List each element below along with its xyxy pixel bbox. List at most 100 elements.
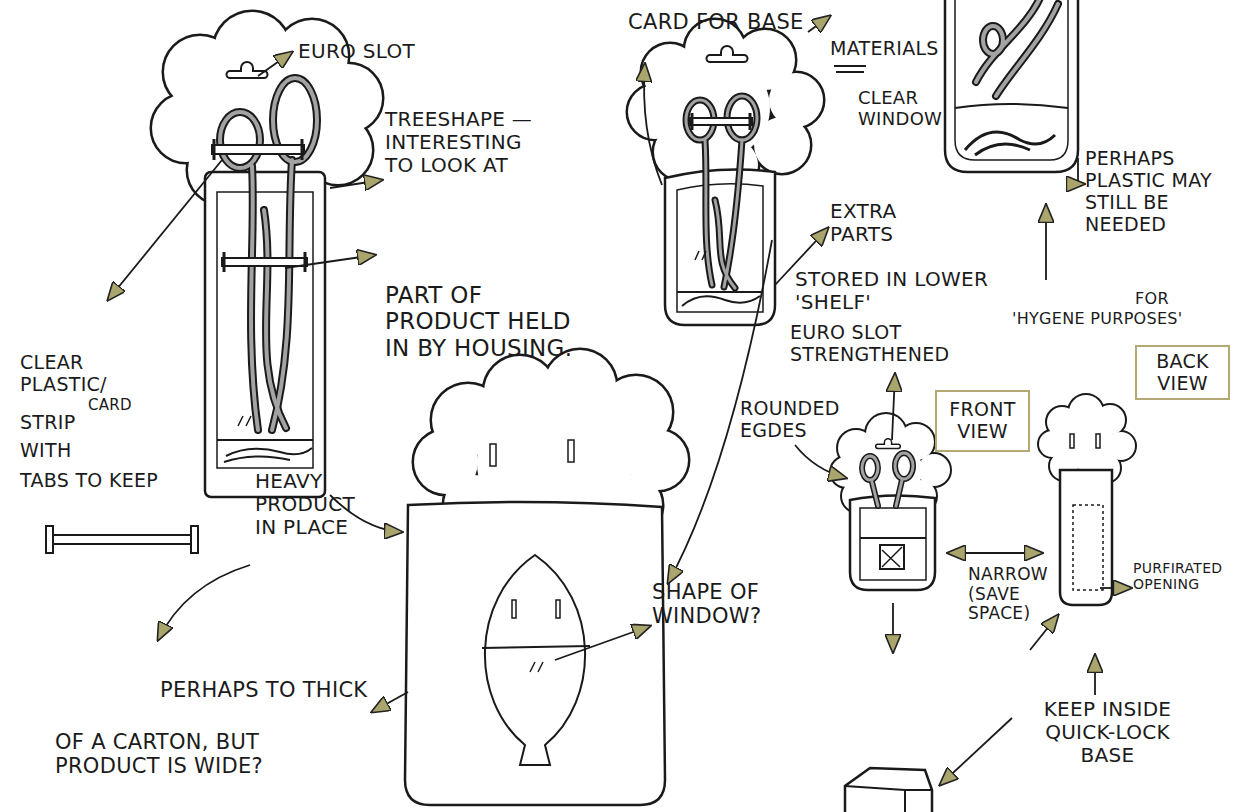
tab-strip bbox=[212, 145, 304, 154]
hatch-mark bbox=[238, 416, 251, 426]
leader-arrow bbox=[1100, 587, 1131, 589]
tree-package-sketch bbox=[628, 20, 823, 325]
container-outline bbox=[945, 0, 1078, 172]
annotation-text: SHAPE OF WINDOW? bbox=[652, 580, 802, 628]
front-view-sketch bbox=[831, 414, 950, 590]
leader-arrow bbox=[158, 565, 250, 640]
product-fill bbox=[686, 96, 757, 288]
euro-slot bbox=[876, 439, 901, 449]
product-outline bbox=[686, 96, 757, 288]
annotation-text: CLEAR WINDOW bbox=[858, 88, 938, 129]
product-outline bbox=[220, 78, 317, 430]
leader-arrow bbox=[892, 603, 894, 652]
clear-window bbox=[955, 0, 1068, 160]
annotation-text: HEAVY PRODUCT IN PLACE bbox=[255, 470, 370, 539]
cloud-fill bbox=[628, 20, 823, 191]
annotation-text: 'HYGENE PURPOSES' bbox=[1012, 310, 1232, 328]
leader-arrow bbox=[258, 52, 292, 76]
annotation-text: TABS TO KEEP bbox=[20, 470, 220, 492]
base-fold bbox=[845, 786, 932, 812]
boxed-part bbox=[880, 545, 904, 569]
housing bbox=[850, 495, 935, 590]
view-box: BACK VIEW bbox=[1135, 345, 1230, 400]
slot-mark bbox=[512, 600, 516, 618]
slot-mark bbox=[556, 600, 560, 618]
shelf-line bbox=[860, 537, 926, 539]
carton-sketch bbox=[405, 350, 688, 805]
product-fill bbox=[220, 78, 317, 430]
product-outline bbox=[862, 453, 913, 506]
quick-lock-base-sketch bbox=[845, 768, 932, 812]
strip-tab bbox=[191, 526, 198, 553]
tab-strip-detail bbox=[46, 526, 198, 553]
annotation-text: CARD FOR BASE bbox=[628, 10, 828, 34]
euro-slot bbox=[227, 62, 268, 78]
annotation-text: FOR bbox=[1135, 290, 1195, 308]
strip-tab bbox=[46, 526, 53, 553]
container-sketch bbox=[945, 0, 1078, 172]
shelf-line bbox=[217, 439, 313, 441]
annotation-text: STORED IN LOWER 'SHELF' bbox=[795, 268, 1025, 314]
leader-arrow bbox=[1094, 655, 1096, 695]
view-label: BACK VIEW bbox=[1140, 351, 1225, 395]
carton-outline bbox=[405, 502, 665, 805]
tree-package-sketch bbox=[152, 12, 382, 497]
coiled-part bbox=[682, 296, 760, 306]
leader-arrow bbox=[285, 255, 375, 268]
annotation-text: PERHAPS PLASTIC MAY STILL BE NEEDED bbox=[1085, 148, 1230, 235]
slot-mark bbox=[490, 444, 496, 466]
slot-mark bbox=[568, 440, 574, 462]
shelf-line bbox=[955, 104, 1068, 108]
leader-arrow bbox=[330, 180, 382, 188]
euro-slot bbox=[707, 46, 748, 62]
leader-arrow bbox=[1045, 205, 1047, 280]
annotation-text: EURO SLOT bbox=[298, 40, 448, 63]
leader-arrow bbox=[108, 160, 222, 300]
slot-mark bbox=[1070, 434, 1074, 448]
strip-tab bbox=[214, 139, 302, 160]
hatch-mark bbox=[695, 251, 706, 260]
hatch-mark bbox=[530, 662, 543, 672]
product-fill bbox=[862, 453, 913, 506]
window-shape bbox=[485, 555, 585, 765]
annotation-text: STRIP bbox=[20, 412, 100, 434]
annotation-text: CLEAR PLASTIC/ bbox=[20, 352, 130, 396]
annotation-text: ROUNDED EGDES bbox=[740, 398, 850, 442]
leader-arrow bbox=[555, 626, 650, 660]
slot-mark bbox=[1096, 434, 1100, 448]
annotation-text: PURFIRATED OPENING bbox=[1133, 560, 1233, 592]
leader-arrow bbox=[892, 374, 895, 440]
product-outline bbox=[976, 0, 1058, 96]
perforated-opening bbox=[1073, 505, 1103, 590]
leader-arrow bbox=[1030, 615, 1058, 650]
double-arrow bbox=[948, 552, 1042, 554]
strip-tab bbox=[692, 113, 750, 130]
annotation-text: KEEP INSIDE QUICK-LOCK BASE bbox=[1020, 698, 1195, 767]
underline-mark bbox=[834, 66, 866, 72]
strip-bar bbox=[52, 535, 192, 544]
leader-arrow bbox=[795, 445, 846, 478]
cloud-outline bbox=[628, 20, 823, 191]
leader-arrow bbox=[808, 16, 830, 32]
product-fill bbox=[976, 0, 1058, 96]
leader-arrow bbox=[940, 718, 1012, 785]
tab-strip bbox=[690, 118, 752, 125]
back-view-sketch bbox=[1039, 395, 1135, 605]
annotation-text: EXTRA PARTS bbox=[830, 200, 930, 246]
annotation-text: PERHAPS TO THICK bbox=[160, 678, 420, 702]
view-label: FRONT VIEW bbox=[940, 399, 1025, 443]
annotation-text: CARD bbox=[88, 397, 148, 414]
annotation-text: EURO SLOT STRENGTHENED bbox=[790, 322, 975, 366]
leader-lines bbox=[108, 16, 1131, 785]
annotation-text: PART OF PRODUCT HELD IN BY HOUSING. bbox=[385, 282, 590, 361]
view-box: FRONT VIEW bbox=[935, 390, 1030, 452]
coiled-part bbox=[965, 132, 1055, 155]
base-box bbox=[845, 768, 932, 812]
housing bbox=[1060, 470, 1112, 605]
leader-arrow bbox=[1078, 158, 1084, 184]
annotation-text: WITH bbox=[20, 440, 100, 462]
leader-arrow bbox=[644, 64, 662, 185]
annotation-text: OF A CARTON, BUT PRODUCT IS WIDE? bbox=[55, 730, 295, 778]
clear-window bbox=[860, 508, 926, 580]
boxed-part-detail bbox=[882, 547, 902, 567]
